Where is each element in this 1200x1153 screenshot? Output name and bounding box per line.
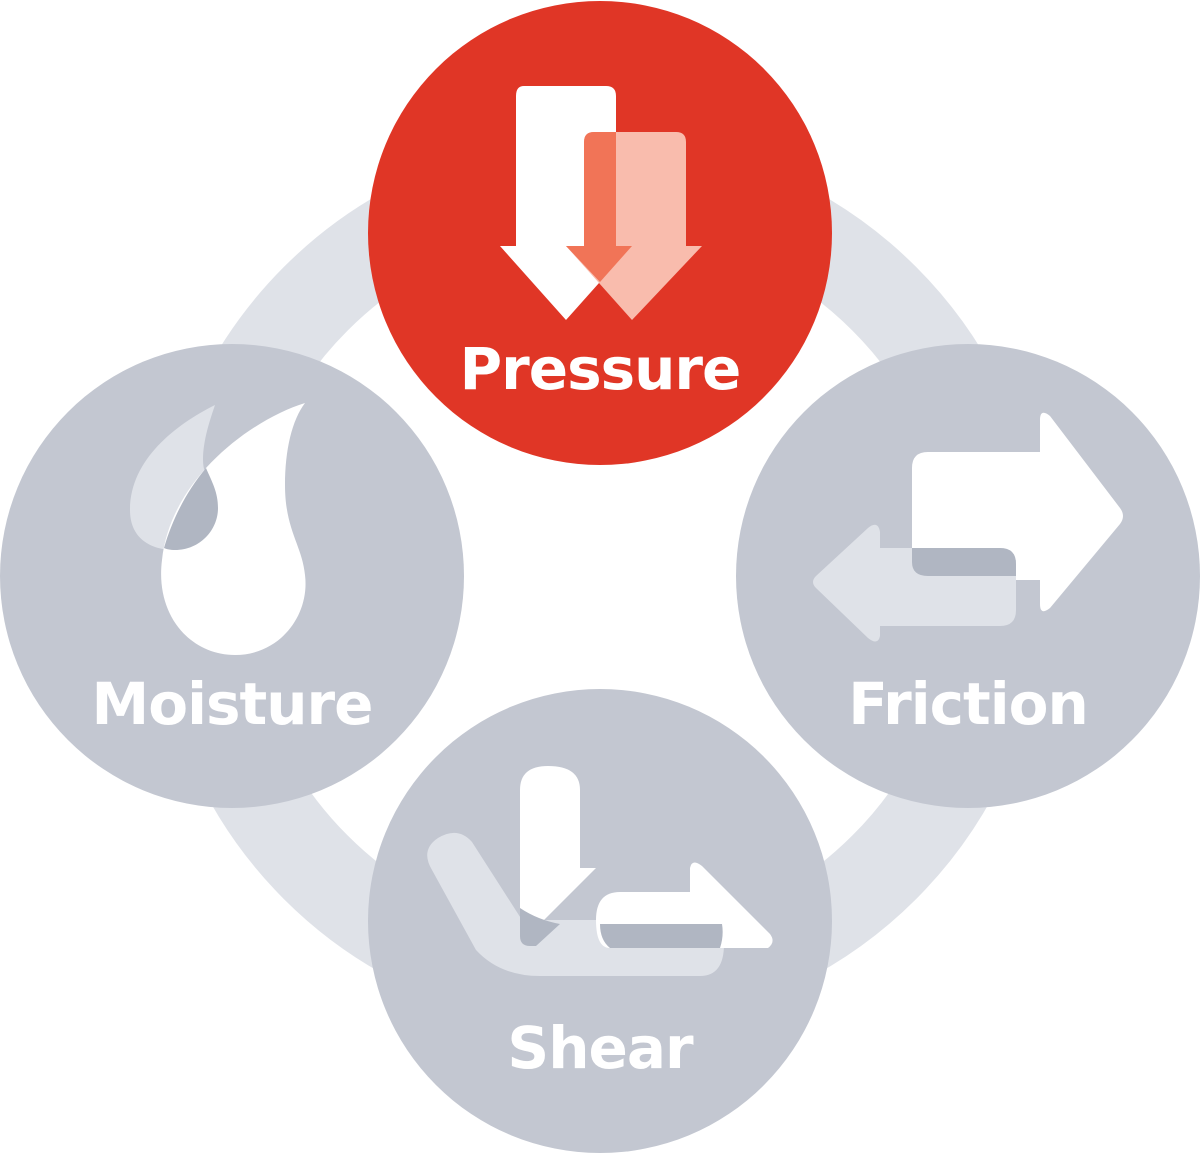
- moisture-node: Moisture: [0, 344, 464, 808]
- down-arrows-icon: [500, 86, 702, 320]
- shear-arrow-icon: [427, 766, 773, 976]
- shear-label: Shear: [507, 1014, 694, 1082]
- pressure-label: Pressure: [460, 335, 741, 403]
- friction-node: Friction: [736, 344, 1200, 808]
- friction-label: Friction: [848, 670, 1088, 738]
- pressure-node: Pressure: [368, 1, 832, 465]
- moisture-label: Moisture: [92, 670, 373, 738]
- shear-node: Shear: [368, 689, 832, 1153]
- opposing-arrows-icon: [813, 412, 1123, 642]
- water-drop-icon: [130, 403, 306, 655]
